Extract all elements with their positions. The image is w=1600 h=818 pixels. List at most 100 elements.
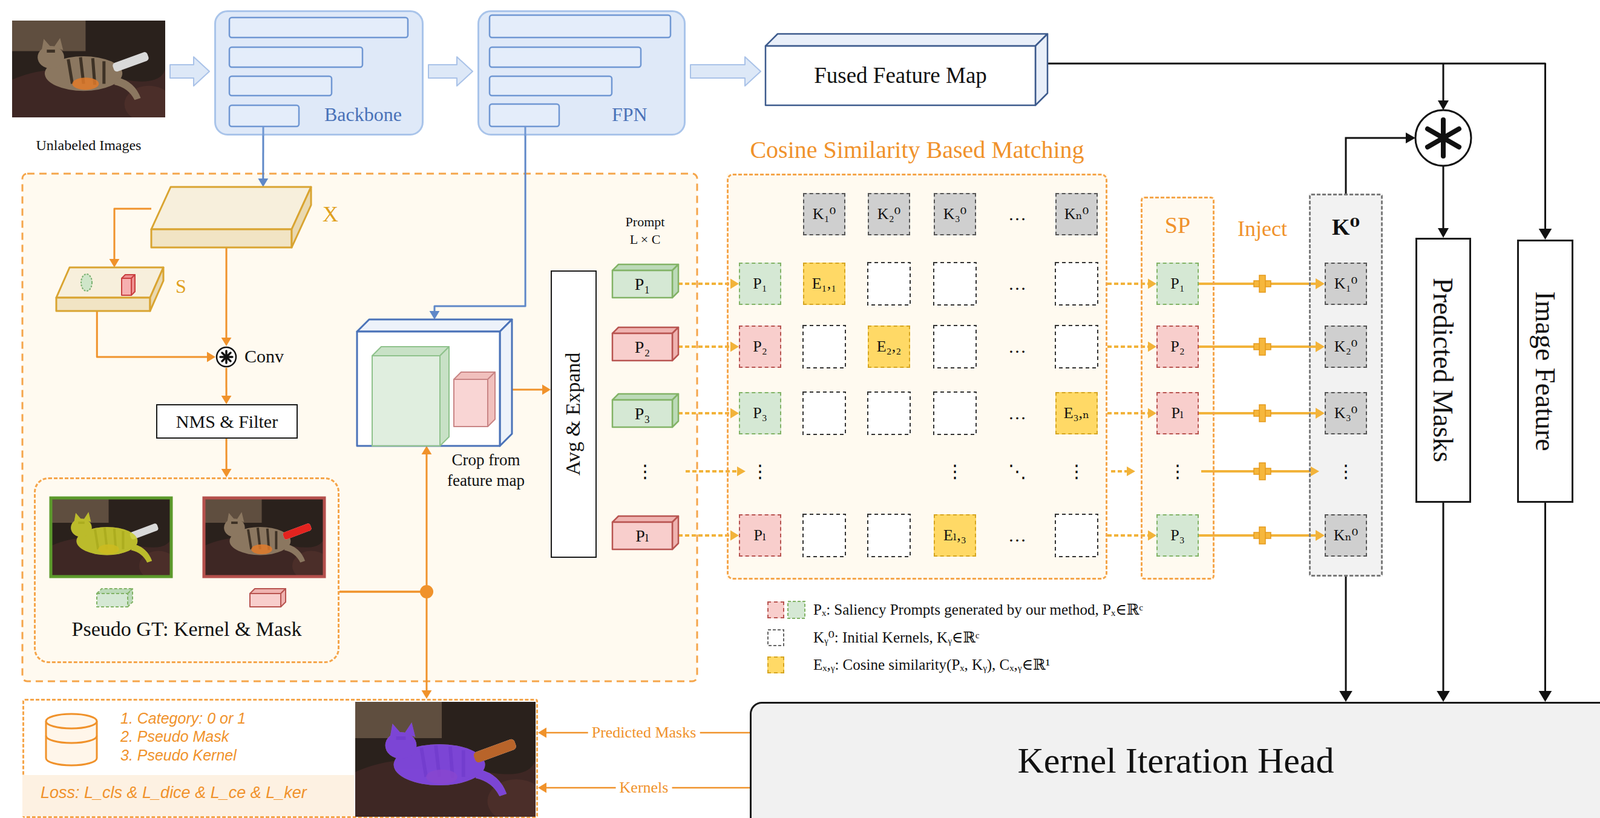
pseudo-gt-group: Pseudo GT: Kernel & Mask	[33, 477, 340, 664]
connector	[678, 408, 739, 419]
node-label: Kₙ⁰	[1333, 525, 1358, 545]
node-label: Crop from feature map	[434, 450, 538, 492]
annotation: ⋱	[1008, 460, 1027, 483]
empty-grid-cells	[803, 262, 1098, 557]
prompt-cell: Pₗ	[1156, 392, 1199, 435]
operator-arrowheads	[1405, 100, 1449, 238]
node-label: Pₗ	[754, 525, 767, 545]
connector	[1107, 530, 1157, 541]
crop-box: Crop from feature map	[357, 319, 512, 446]
annotation: …	[1008, 524, 1027, 547]
legend-text: Eₓ,ᵧ: Cosine similarity(Pₓ, Kᵧ), Cₓ,ᵧ∈ℝ¹	[813, 655, 1050, 675]
annotation: ⋮	[750, 460, 770, 483]
kernel-cell: K₂⁰	[867, 193, 911, 236]
kernel-cell: K₂⁰	[1324, 325, 1368, 368]
connector	[1538, 502, 1553, 702]
annotation: Inject	[1237, 216, 1288, 243]
node-label: X	[322, 201, 339, 228]
node-label: K₂⁰	[1334, 337, 1358, 356]
connector	[257, 135, 269, 187]
connector	[678, 341, 739, 353]
prompt-token: P₂	[612, 327, 679, 361]
node-label: P₃	[1170, 525, 1185, 545]
vertical-box: Predicted Masks	[1415, 237, 1472, 503]
node-label: FPN	[611, 102, 648, 126]
ellipsis-row-arrows	[685, 466, 1320, 477]
connector	[339, 591, 432, 699]
node-label: 3. Pseudo Kernel	[120, 746, 237, 765]
sp-column: SPP₁P₂PₗP₃	[1140, 196, 1215, 580]
matching-ground	[726, 173, 1108, 580]
annotation: ⋮	[945, 460, 964, 483]
fpn-block-shape	[479, 12, 684, 134]
node-label: Pseudo GT: Kernel & Mask	[35, 617, 338, 643]
node-label: 2. Pseudo Mask	[120, 727, 229, 746]
annotation: Prompt L × C	[622, 213, 668, 249]
legend-swatch	[767, 656, 785, 674]
node-label: Predicted Masks	[1426, 277, 1460, 463]
process-box: NMS & Filter	[156, 404, 298, 439]
node-label: Pₗ	[612, 522, 673, 550]
annotation: ⋮	[636, 460, 655, 483]
node-label: Conv	[244, 345, 284, 368]
crop-box-shape	[357, 319, 512, 446]
similarity-cell: Eₗ,₃	[933, 514, 977, 557]
node-label: K₁⁰	[812, 204, 836, 224]
kernel-cell: Kₙ⁰	[1324, 514, 1368, 557]
node-label: Fused Feature Map	[765, 45, 1036, 106]
connector	[1047, 63, 1552, 240]
conv-operator-symbol	[1415, 110, 1472, 166]
kernel-ground	[1308, 193, 1383, 577]
node-label: SP	[1142, 211, 1213, 240]
prompt-cell: P₁	[1156, 262, 1199, 305]
node-label: Avg & Expand	[561, 352, 587, 476]
connector	[96, 311, 216, 362]
connector	[690, 56, 761, 86]
annotation: ⋮	[1336, 460, 1355, 483]
kernel-cell: K₁⁰	[803, 193, 846, 236]
node-label: Cosine Similarity Based Matching	[728, 135, 1106, 165]
input-image-shape	[12, 20, 166, 118]
annotation: …	[1008, 335, 1027, 358]
node-label: P₁	[612, 270, 673, 298]
similarity-cell: E₁,₁	[803, 262, 846, 305]
node-label: Image Feature	[1528, 291, 1562, 451]
connector	[221, 247, 232, 347]
feature-map-box: Fused Feature Map	[765, 33, 1048, 106]
annotation: …	[1008, 272, 1027, 295]
legend-swatch	[767, 601, 785, 619]
node-label: P₃	[752, 403, 768, 423]
fpn-block: FPN	[477, 10, 686, 136]
vertical-box: Image Feature	[1517, 239, 1574, 503]
input-image: Unlabeled Images	[12, 20, 166, 118]
kernel-cell: K₃⁰	[1324, 392, 1368, 435]
legend-kernel-swatch	[767, 629, 784, 646]
prompt-cell: P₁	[738, 262, 782, 305]
junction-dot	[419, 585, 434, 599]
node-label: Kₙ⁰	[1064, 204, 1089, 224]
similarity-cell: E₂,₂	[867, 325, 911, 368]
node-label: Unlabeled Images	[36, 136, 142, 155]
matching-region: Cosine Similarity Based MatchingK₁⁰K₂⁰K₃…	[726, 173, 1108, 580]
feature-tensor-shape	[151, 186, 312, 248]
node-label: E₁,₁	[812, 274, 837, 293]
node-label: K₃⁰	[1334, 403, 1358, 423]
loss-panel: 1. Category: 0 or 12. Pseudo Mask3. Pseu…	[22, 698, 538, 818]
annotation: …	[1008, 402, 1027, 425]
kernel-cell: K₁⁰	[1324, 262, 1368, 305]
feature-tensor: X	[151, 186, 312, 248]
legend-text: Kᵧ⁰: Initial Kernels, Kᵧ∈ℝᶜ	[813, 628, 980, 647]
node-label: E₂,₂	[876, 337, 902, 356]
annotation: ⋮	[1168, 460, 1187, 483]
connector	[678, 530, 739, 541]
prompt-token: Pₗ	[612, 516, 679, 550]
node-label: Pₗ	[1171, 403, 1185, 423]
operator-wires	[1345, 63, 1444, 229]
saliency-tensor: S	[56, 267, 164, 312]
node-label: K⁰	[1310, 213, 1381, 242]
connector	[109, 208, 152, 268]
node-label: Loss: L_cls & L_dice & L_ce & L_ker	[40, 783, 307, 803]
annotation: …	[1008, 203, 1027, 226]
prompt-token: P₁	[612, 264, 679, 298]
backbone-block: Backbone	[214, 10, 424, 136]
